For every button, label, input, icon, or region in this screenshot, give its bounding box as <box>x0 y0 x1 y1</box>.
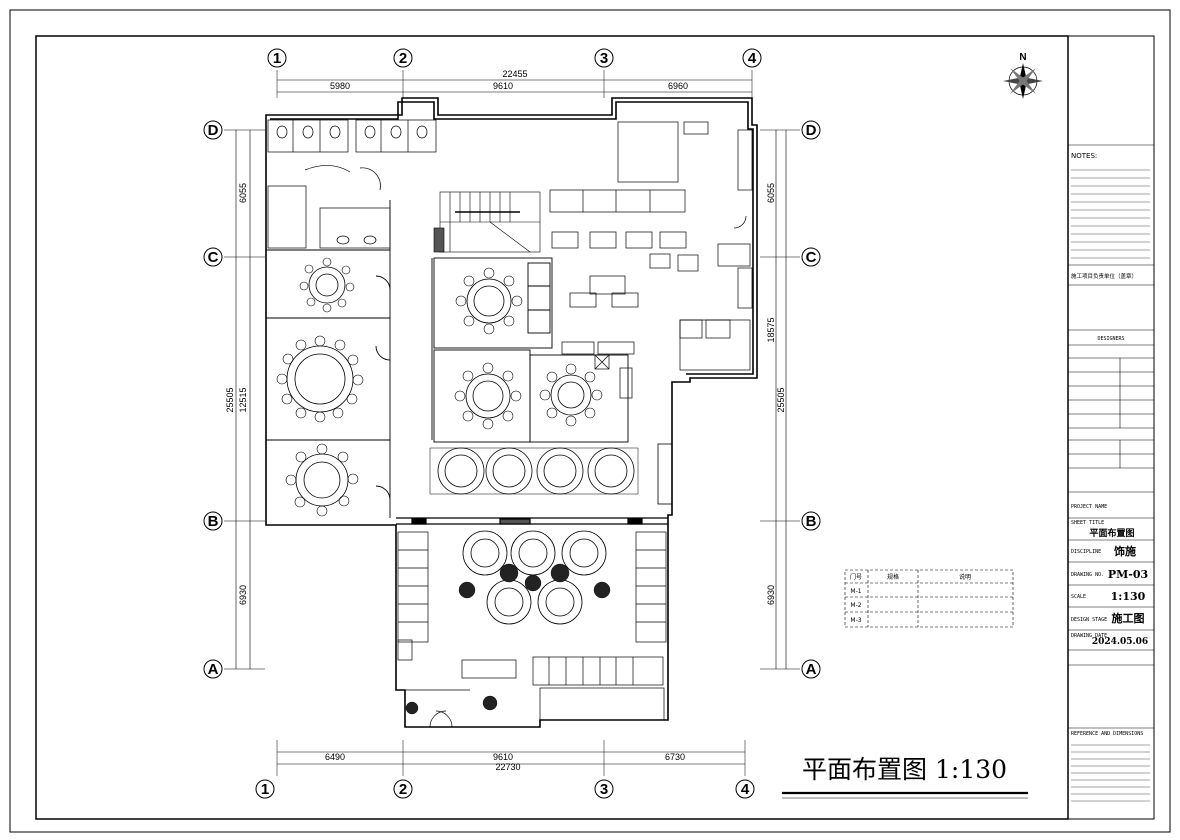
lobby-walls <box>396 517 668 525</box>
drawing-no-label: DRAWING NO. <box>1071 572 1104 578</box>
north-label: N <box>1019 52 1026 63</box>
notes-heading: NOTES: <box>1071 152 1097 160</box>
door-schedule-header-desc: 说明 <box>959 573 971 581</box>
axis-right-a: A <box>806 661 817 678</box>
dim-left-seg-2: 12515 <box>238 387 248 412</box>
dim-bottom-total: 22730 <box>495 762 520 772</box>
axis-left-d: D <box>208 122 219 139</box>
dining-tables-middle <box>465 278 592 419</box>
discipline-label: DISCIPLINE <box>1071 549 1101 555</box>
kitchen-area <box>549 121 753 399</box>
axis-bottom-4: 4 <box>741 781 750 798</box>
title-block-company: 施工项目负责单位（盖章） <box>1071 272 1137 280</box>
axis-bottom-1: 1 <box>261 781 269 798</box>
drawing-no: PM-03 <box>1108 568 1148 581</box>
dim-bottom-seg-1: 6490 <box>325 752 345 762</box>
chairs-middle <box>454 267 603 430</box>
dim-right-seg-1: 6055 <box>766 183 776 203</box>
dim-left-total: 25505 <box>225 387 235 412</box>
axis-bubbles <box>203 48 821 799</box>
axis-bottom-2: 2 <box>399 781 407 798</box>
discipline: 饰施 <box>1114 544 1136 558</box>
dim-right-total: 25505 <box>776 387 786 412</box>
project-name-label: PROJECT NAME <box>1071 504 1107 510</box>
dim-bottom-seg-2: 9610 <box>493 752 513 762</box>
title-block-designers: DESIGNERS <box>1097 336 1124 342</box>
title-block-lines <box>1068 144 1154 729</box>
private-rooms-left <box>266 200 391 518</box>
door-schedule-header-code: 门号 <box>850 573 862 581</box>
dim-right-seg-2: 18575 <box>766 317 776 342</box>
axis-bottom-3: 3 <box>600 781 608 798</box>
drawing-scale: 1:130 <box>935 755 1007 784</box>
door-schedule-row-code: M-2 <box>850 602 861 609</box>
dim-left-seg-3: 6930 <box>238 585 248 605</box>
axis-top-1: 1 <box>273 50 281 67</box>
scale-value: 1:130 <box>1111 590 1146 603</box>
axis-right-c: C <box>806 249 817 266</box>
drawing-title: 平面布置图 <box>802 755 927 784</box>
drawing-date: 2024.05.06 <box>1092 637 1148 647</box>
dim-top-seg-3: 6960 <box>668 81 688 91</box>
plant-decor <box>405 563 611 715</box>
booth-seating-side <box>397 531 667 728</box>
door-schedule-table <box>844 569 1014 628</box>
toilet-block <box>267 119 437 249</box>
design-stage: 施工图 <box>1112 611 1145 625</box>
dimension-lines <box>235 79 787 765</box>
dim-bottom-seg-3: 6730 <box>665 752 685 762</box>
axis-left-c: C <box>208 249 219 266</box>
north-arrow-icon <box>1003 63 1043 99</box>
dim-top-total: 22455 <box>502 69 527 79</box>
axis-left-b: B <box>208 513 219 530</box>
dim-top-seg-2: 9610 <box>493 81 513 91</box>
chairs-left <box>276 257 364 517</box>
footer-heading: REFERENCE AND DIMENSIONS <box>1071 731 1143 737</box>
title-block-frame <box>1067 35 1155 820</box>
axis-top-4: 4 <box>748 50 757 67</box>
booth-seating-upper <box>429 443 673 505</box>
dining-tables-left <box>286 266 354 507</box>
axis-top-3: 3 <box>600 50 608 67</box>
sheet-title-label: SHEET TITLE <box>1071 520 1104 526</box>
staircase <box>433 191 541 253</box>
axis-grid-lines <box>224 70 800 776</box>
axis-right-b: B <box>806 513 817 530</box>
sheet-title: 平面布置图 <box>1089 527 1134 539</box>
private-rooms-middle <box>431 257 629 443</box>
axis-top-2: 2 <box>399 50 407 67</box>
dim-right-seg-3: 6930 <box>766 585 776 605</box>
design-stage-label: DESIGN STAGE <box>1071 617 1107 623</box>
outer-frame <box>9 9 1171 833</box>
footer-text-placeholder <box>1071 744 1150 802</box>
door-schedule-header-spec: 规格 <box>887 573 899 581</box>
dim-left-seg-1: 6055 <box>238 183 248 203</box>
door-schedule-row-code: M-3 <box>850 617 861 624</box>
scale-label: SCALE <box>1071 594 1086 600</box>
inner-frame <box>35 35 1069 820</box>
door-schedule-row-code: M-1 <box>850 588 861 595</box>
notes-text-placeholder <box>1071 169 1150 259</box>
axis-left-a: A <box>208 661 219 678</box>
axis-right-d: D <box>806 122 817 139</box>
dim-top-seg-1: 5980 <box>330 81 350 91</box>
drawing-date-label: DRAWING DATE <box>1071 633 1107 639</box>
